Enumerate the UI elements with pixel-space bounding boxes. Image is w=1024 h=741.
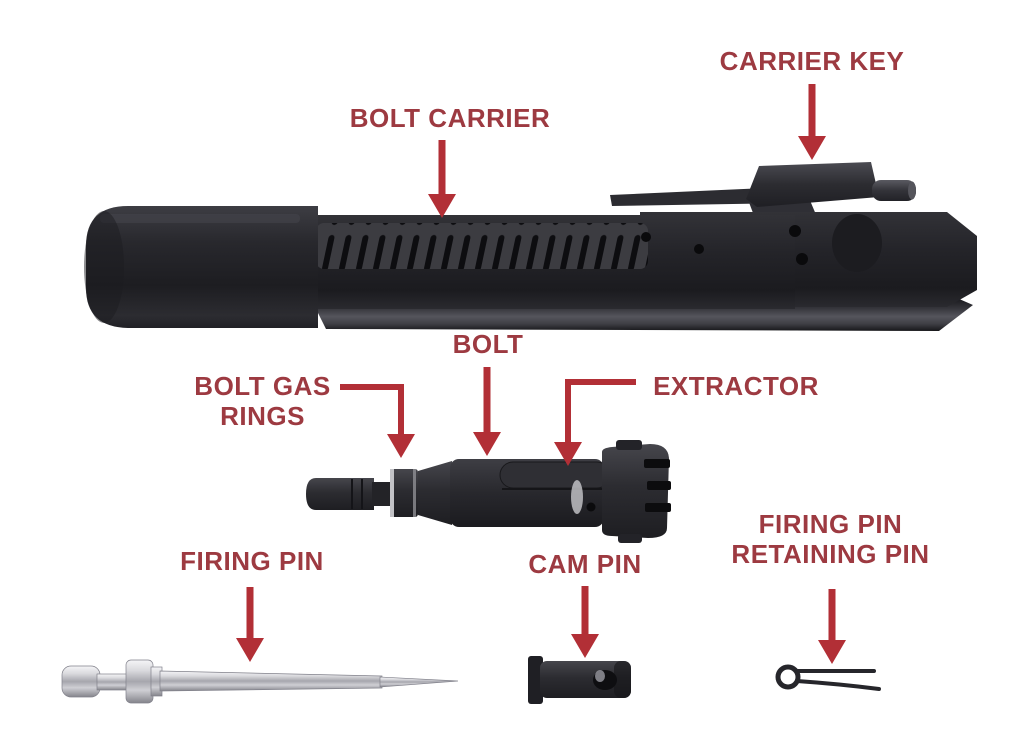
firing-pin-head [61, 665, 101, 698]
bolt-shine [571, 480, 583, 514]
firing-pin-neck [96, 673, 129, 691]
carrier-key-arrow [798, 84, 826, 160]
extractor-strip [499, 461, 611, 489]
carrier-hole [694, 244, 704, 254]
carrier-hole [641, 232, 651, 242]
cam-pin-hole-glint [595, 670, 605, 682]
carrier-cylinder-highlight [100, 214, 300, 223]
carrier-left-cylinder [86, 206, 318, 328]
firing-pin-collar [125, 659, 154, 704]
carrier-hole [789, 225, 801, 237]
bolt-arrow [473, 367, 501, 456]
bolt-neck [372, 482, 392, 506]
cam-pin-head-plate [528, 656, 543, 704]
bolt-head [602, 444, 669, 538]
carrier-key-part [610, 162, 916, 221]
firing-pin-arrow [236, 587, 264, 662]
carrier-serrations [316, 223, 648, 269]
retaining-pin-prong [795, 679, 881, 691]
bolt-gas-rings-arrow [340, 384, 415, 458]
bolt-lug-slot [644, 459, 670, 468]
label-firing-pin: FIRING PIN [180, 546, 324, 576]
cam-pin-part [528, 656, 631, 704]
firing-pin-shaft [159, 670, 383, 692]
firing-pin-retaining-pin-arrow [818, 589, 846, 664]
label-extractor: EXTRACTOR [653, 371, 819, 401]
gas-ring-highlight [413, 469, 416, 517]
callout-arrows [236, 84, 846, 664]
gas-ring-highlight [390, 469, 394, 517]
bolt-lug-slot [647, 481, 671, 490]
label-carrier-key: CARRIER KEY [719, 46, 905, 76]
bolt-part [306, 440, 671, 543]
extractor-arrow [554, 379, 636, 466]
carrier-hole [796, 253, 808, 265]
cam-pin-arrow [571, 586, 599, 658]
bolt-carrier-part [84, 162, 977, 331]
bolt-cone [418, 461, 452, 525]
carrier-key-ledge [610, 187, 791, 206]
cam-pin-end-shade [614, 661, 631, 698]
firing-pin-retaining-pin-part [775, 664, 881, 691]
label-bolt: BOLT [452, 329, 524, 359]
label-firing-pin-retaining-pin: FIRING PIN RETAINING PIN [731, 509, 930, 570]
carrier-cam-recess [832, 214, 882, 272]
carrier-cylinder-end-shade [84, 211, 124, 323]
bolt-lug-top [616, 440, 642, 450]
bolt-lug-bottom [618, 534, 642, 543]
carrier-key-block [746, 162, 879, 207]
bolt-lug-slot [645, 503, 671, 512]
bolt-carrier-arrow [428, 140, 456, 218]
extractor-part [499, 461, 611, 490]
bolt-gas-rings-part [390, 469, 418, 517]
bolt-hole [586, 502, 596, 512]
retaining-pin-loop [775, 664, 801, 690]
label-bolt-carrier: BOLT CARRIER [349, 103, 551, 133]
gas-ring-collar [390, 469, 418, 517]
carrier-key-tube [872, 180, 916, 201]
label-bolt-gas-rings: BOLT GAS RINGS [194, 371, 331, 432]
firing-pin-part [61, 659, 459, 704]
firing-pin-tip [379, 676, 459, 688]
bolt-tail [306, 478, 374, 510]
carrier-key-tube-end [908, 181, 916, 200]
label-cam-pin: CAM PIN [528, 549, 642, 579]
